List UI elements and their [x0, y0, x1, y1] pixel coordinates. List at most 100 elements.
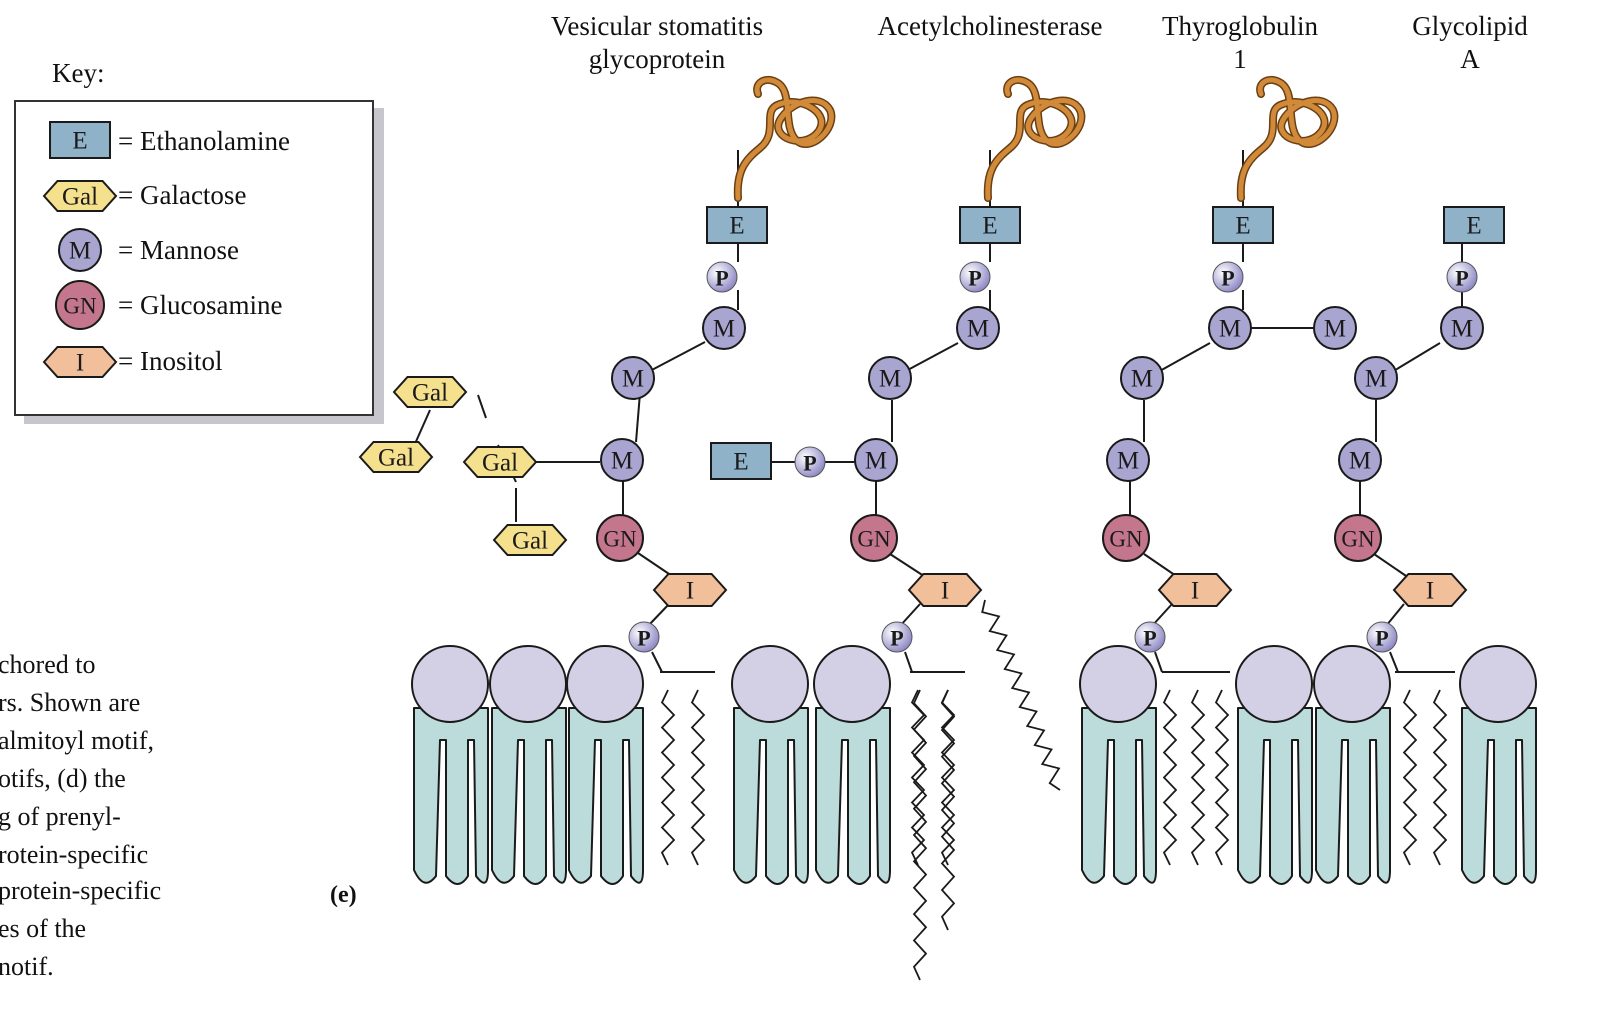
inositol-glyco-label: I — [1426, 578, 1434, 605]
lipid-head — [1079, 645, 1157, 723]
key-inositol-icon-label: I — [76, 350, 84, 377]
key-glucosamine-icon: GN — [55, 280, 105, 330]
mannose-thyro-1-circle — [1208, 306, 1252, 350]
key-mannose-icon-label: M — [69, 238, 91, 265]
mannose-glyco-3-label: M — [1349, 448, 1371, 475]
phosphate-ball: P — [1212, 261, 1244, 293]
lipid-head — [1235, 645, 1313, 723]
key-glucosamine-icon-circle — [55, 280, 105, 330]
caption-line: otifs, (d) the — [0, 764, 126, 794]
column-title-ache: Acetylcholinesterase — [878, 10, 1103, 43]
lipid-head — [813, 645, 891, 723]
bond-line — [1154, 651, 1163, 673]
lipid-head — [1459, 645, 1537, 723]
phosphate-label: P — [1375, 626, 1388, 651]
phospholipid — [566, 645, 644, 885]
protein-coil-thyroglobulin — [1236, 75, 1339, 202]
galactose-vsv-2: Gal — [358, 441, 434, 473]
galactose-vsv-2-shape — [358, 441, 434, 473]
phospholipid — [1235, 645, 1313, 885]
protein-coil-vsv — [733, 75, 836, 202]
phosphate-circle — [881, 621, 913, 653]
inositol-thyro: I — [1157, 573, 1233, 607]
key-mannose-icon: M — [58, 228, 102, 272]
phosphate-ball: P — [628, 621, 660, 653]
phospholipid — [1313, 645, 1391, 885]
column-title-ache-line1: Acetylcholinesterase — [877, 11, 1103, 41]
ethanolamine-label: E — [72, 128, 87, 155]
mannose-glyco-3-circle — [1338, 438, 1382, 482]
key-label-ethanolamine: = Ethanolamine — [118, 126, 290, 156]
mannose-thyro-2-circle — [1120, 356, 1164, 400]
key-galactose-icon: Gal — [42, 180, 118, 212]
glucosamine-glyco-circle — [1334, 514, 1382, 562]
galactose-vsv-3-label: Gal — [482, 450, 518, 477]
phosphate-label: P — [968, 266, 981, 291]
mannose-glyco-3: M — [1338, 438, 1382, 482]
mannose-thyro-3-circle — [1106, 438, 1150, 482]
mannose-glyco-1-circle — [1440, 306, 1484, 350]
lipid-tail — [1461, 707, 1537, 885]
mannose-ache-2-circle — [868, 356, 912, 400]
ethanolamine-box-vsv: E — [706, 206, 768, 244]
glucosamine-ache-label: GN — [857, 527, 891, 552]
caption-line: chored to — [0, 650, 96, 679]
bond-line — [1391, 342, 1441, 373]
bond-line — [647, 602, 671, 627]
inositol-thyro-shape — [1157, 573, 1233, 607]
ethanolamine-label: E — [729, 213, 744, 240]
mannose-ache-3-circle — [854, 438, 898, 482]
mannose-thyro-branch-label: M — [1324, 316, 1346, 343]
acyl-chain — [910, 689, 926, 866]
inositol-ache-shape — [907, 573, 983, 607]
mannose-ache-3-label: M — [865, 448, 887, 475]
acyl-chain — [660, 689, 676, 866]
inositol-ache-label: I — [941, 578, 949, 605]
column-title-vsv-line1: Vesicular stomatitis — [550, 11, 764, 41]
glucosamine-vsv-circle — [596, 514, 644, 562]
phosphate-label: P — [890, 626, 903, 651]
galactose-vsv-1-label: Gal — [412, 380, 448, 407]
mannose-thyro-1-label: M — [1219, 316, 1241, 343]
column-title-thyroglobulin-line1: Thyroglobulin — [1162, 11, 1318, 41]
acyl-chain — [1190, 689, 1206, 866]
mannose-thyro-branch-circle — [1313, 306, 1357, 350]
phosphate-label: P — [637, 626, 650, 651]
phosphate-ball: P — [881, 621, 913, 653]
phospholipid — [411, 645, 489, 885]
galactose-vsv-3-shape — [462, 446, 538, 478]
phosphate-ball: P — [1446, 261, 1478, 293]
mannose-vsv-2: M — [611, 356, 655, 400]
inositol-glyco-shape — [1392, 573, 1468, 607]
key-label-inositol: = Inositol — [118, 346, 223, 376]
mannose-glyco-2-label: M — [1365, 366, 1387, 393]
glucosamine-thyro: GN — [1102, 514, 1150, 562]
key-label-mannose: = Mannose — [118, 235, 239, 265]
lipid-tail — [815, 707, 891, 885]
phosphate-ball: P — [959, 261, 991, 293]
galactose-vsv-4-label: Gal — [512, 528, 548, 555]
acyl-chain — [1432, 689, 1448, 866]
caption-line: notif. — [0, 952, 54, 981]
column-title-glycolipid: Glycolipid A — [1412, 10, 1528, 76]
inositol-vsv-shape — [652, 573, 728, 607]
mannose-glyco-1: M — [1440, 306, 1484, 350]
caption-line: g of prenyl- — [0, 802, 121, 831]
phosphate-circle — [1212, 261, 1244, 293]
key-mannose-icon-circle — [58, 228, 102, 272]
panel-label: (e) — [330, 882, 357, 908]
key-label-glucosamine: = Glucosamine — [118, 290, 283, 320]
phospholipid — [731, 645, 809, 885]
mannose-ache-2-label: M — [879, 366, 901, 393]
key-ethanolamine-icon: E — [49, 121, 111, 159]
lipid-head — [489, 645, 567, 723]
ethanolamine-rect — [710, 442, 772, 480]
glucosamine-vsv-label: GN — [603, 527, 637, 552]
acyl-chain — [1162, 689, 1178, 866]
protein-coil-fill — [985, 77, 1084, 201]
caption-line: protein-specific — [0, 876, 162, 905]
key-glucosamine-icon-label: GN — [63, 294, 97, 319]
mannose-vsv-3: M — [600, 438, 644, 482]
acyl-chain — [940, 689, 956, 931]
ethanolamine-rect — [959, 206, 1021, 244]
